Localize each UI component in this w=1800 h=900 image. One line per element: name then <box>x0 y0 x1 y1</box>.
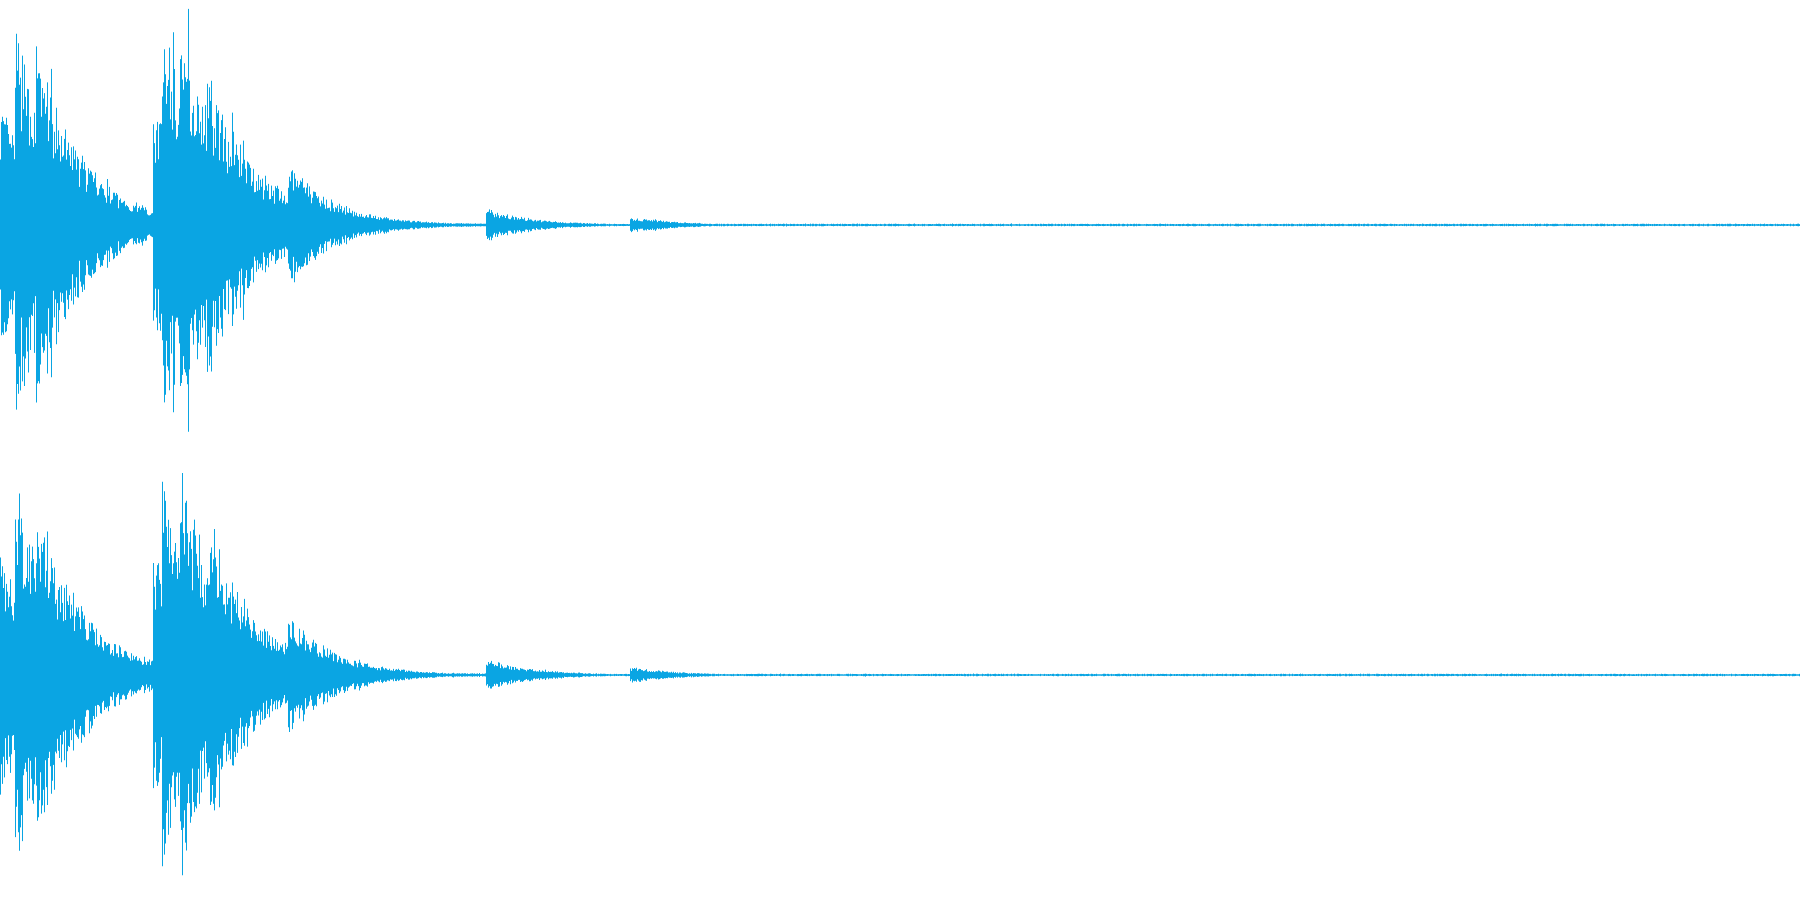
channel-2-waveform[interactable] <box>0 450 1800 900</box>
channel-1-svg <box>0 8 1800 432</box>
waveform-path <box>0 8 1800 432</box>
channel-1-waveform[interactable] <box>0 0 1800 450</box>
channel-2-svg <box>0 473 1800 876</box>
waveform-path <box>0 473 1800 876</box>
